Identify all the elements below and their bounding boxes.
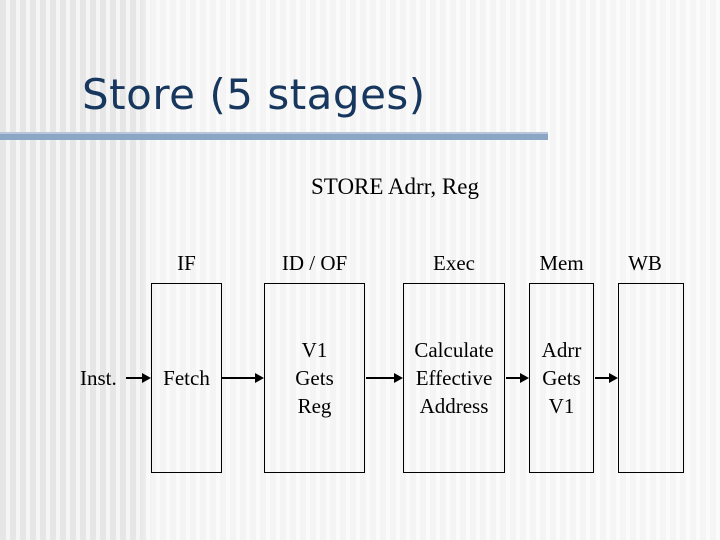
stage-header-exec: Exec (433, 251, 475, 275)
arrow-exec-to-mem (506, 373, 529, 383)
stage-header-idof: ID / OF (281, 251, 348, 275)
stage-line: Effective (415, 366, 493, 390)
arrow-idof-to-exec (366, 373, 403, 383)
stage-box-if: Fetch (151, 283, 222, 473)
stage-line: Fetch (163, 366, 210, 390)
instruction-subtitle: STORE Adrr, Reg (311, 174, 479, 199)
arrow-inst-to-if (126, 373, 151, 383)
arrow-if-to-idof (222, 373, 264, 383)
stage-line: V1 (301, 338, 328, 362)
stage-header-mem: Mem (539, 251, 584, 275)
stage-header-if: IF (177, 251, 196, 275)
stage-box-mem: Adrr Gets V1 (529, 283, 594, 473)
stage-line: V1 (548, 394, 575, 418)
instruction-input-label: Inst. (80, 366, 117, 390)
stage-box-exec: Calculate Effective Address (403, 283, 505, 473)
stage-box-idof: V1 Gets Reg (264, 283, 365, 473)
stage-line: Calculate (414, 338, 494, 362)
stage-box-wb (618, 283, 684, 473)
title-underline (0, 132, 548, 140)
stage-line: Gets (295, 366, 334, 390)
stage-line: Reg (297, 394, 332, 418)
stage-line: Adrr (541, 338, 582, 362)
stage-header-wb: WB (628, 251, 662, 275)
stage-line: Address (419, 394, 489, 418)
slide-title: Store (5 stages) (82, 70, 426, 119)
arrow-mem-to-wb (595, 373, 618, 383)
stage-line: Gets (542, 366, 581, 390)
